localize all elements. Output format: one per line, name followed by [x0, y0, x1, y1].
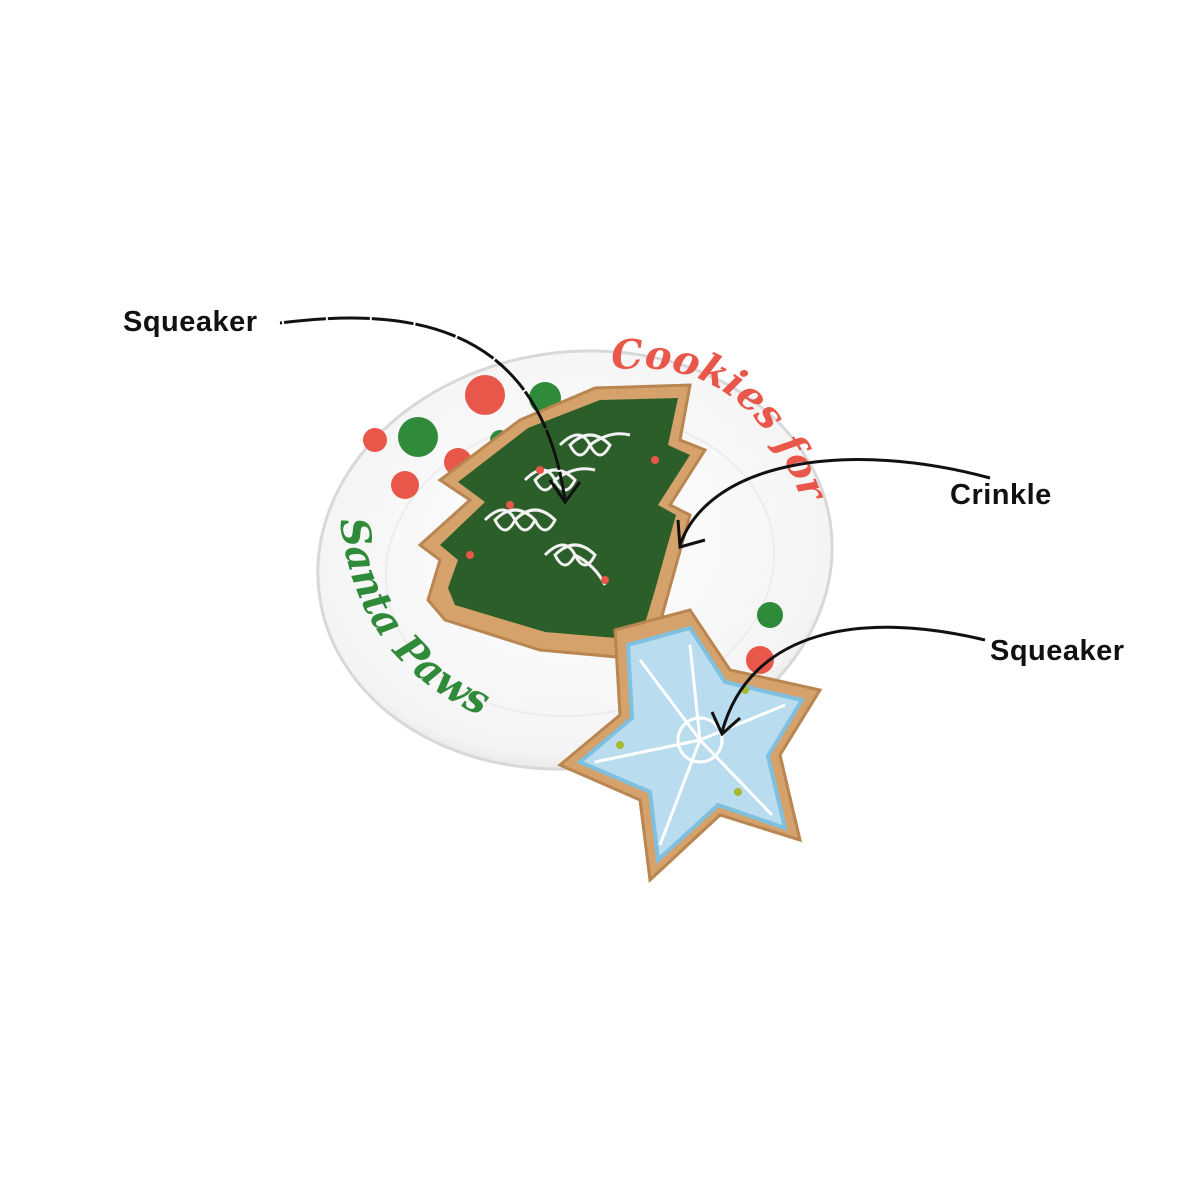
arrow-tree [279, 316, 567, 501]
tree-swirls [483, 432, 631, 586]
snowflake-embroidery [594, 644, 786, 846]
annotation-arrows [279, 316, 991, 737]
label-plate-crinkle: Crinkle [950, 479, 1052, 511]
arrow-plate [678, 458, 991, 546]
arrowhead-plate [676, 519, 706, 549]
snowflake-cookie-toy [557, 608, 823, 884]
label-tree-squeaker: Squeaker [123, 306, 258, 338]
arrow-snowflake [720, 625, 986, 733]
arrowhead-tree [548, 479, 582, 505]
tree-cookie-toy [417, 383, 708, 662]
arrowhead-snowflake [710, 711, 741, 737]
label-snowflake-squeaker: Squeaker [990, 635, 1125, 667]
